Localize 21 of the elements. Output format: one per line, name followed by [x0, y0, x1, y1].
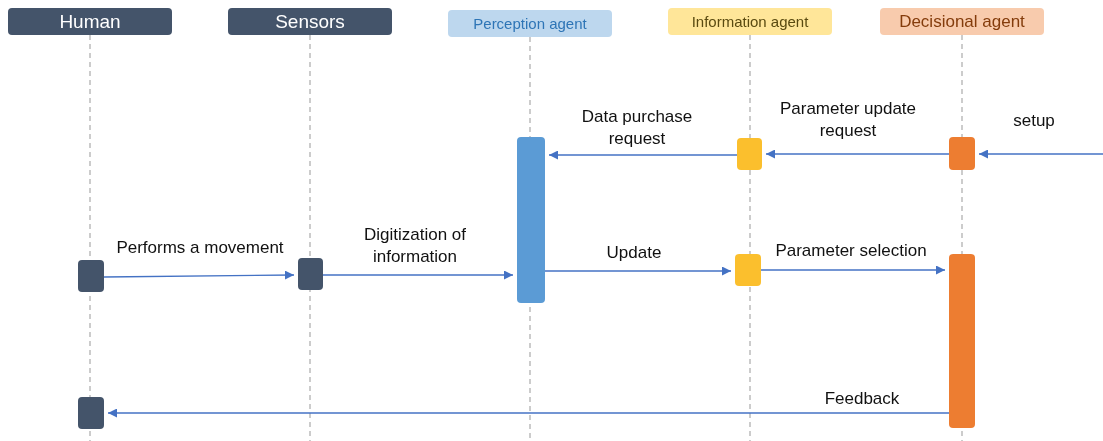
activation-bar — [298, 258, 323, 290]
activation-bar — [949, 254, 975, 428]
activation-bar — [737, 138, 762, 170]
message-arrow — [760, 265, 946, 275]
activation-bar — [78, 260, 104, 292]
message-arrow — [978, 149, 1103, 159]
message-arrow — [548, 150, 738, 160]
lifeline-header: Human — [8, 8, 172, 35]
activation-bar — [949, 137, 975, 170]
lifeline-header: Information agent — [668, 8, 832, 35]
message-arrow — [765, 149, 950, 159]
lifeline-header: Perception agent — [448, 10, 612, 37]
activation-bar — [735, 254, 761, 286]
lifeline-header: Decisional agent — [880, 8, 1044, 35]
message-arrow — [544, 266, 732, 276]
activation-bar — [517, 137, 545, 303]
message-arrow — [103, 270, 295, 280]
lifeline-header: Sensors — [228, 8, 392, 35]
message-arrow — [322, 270, 514, 280]
activation-bar — [78, 397, 104, 429]
message-arrow — [107, 408, 950, 418]
